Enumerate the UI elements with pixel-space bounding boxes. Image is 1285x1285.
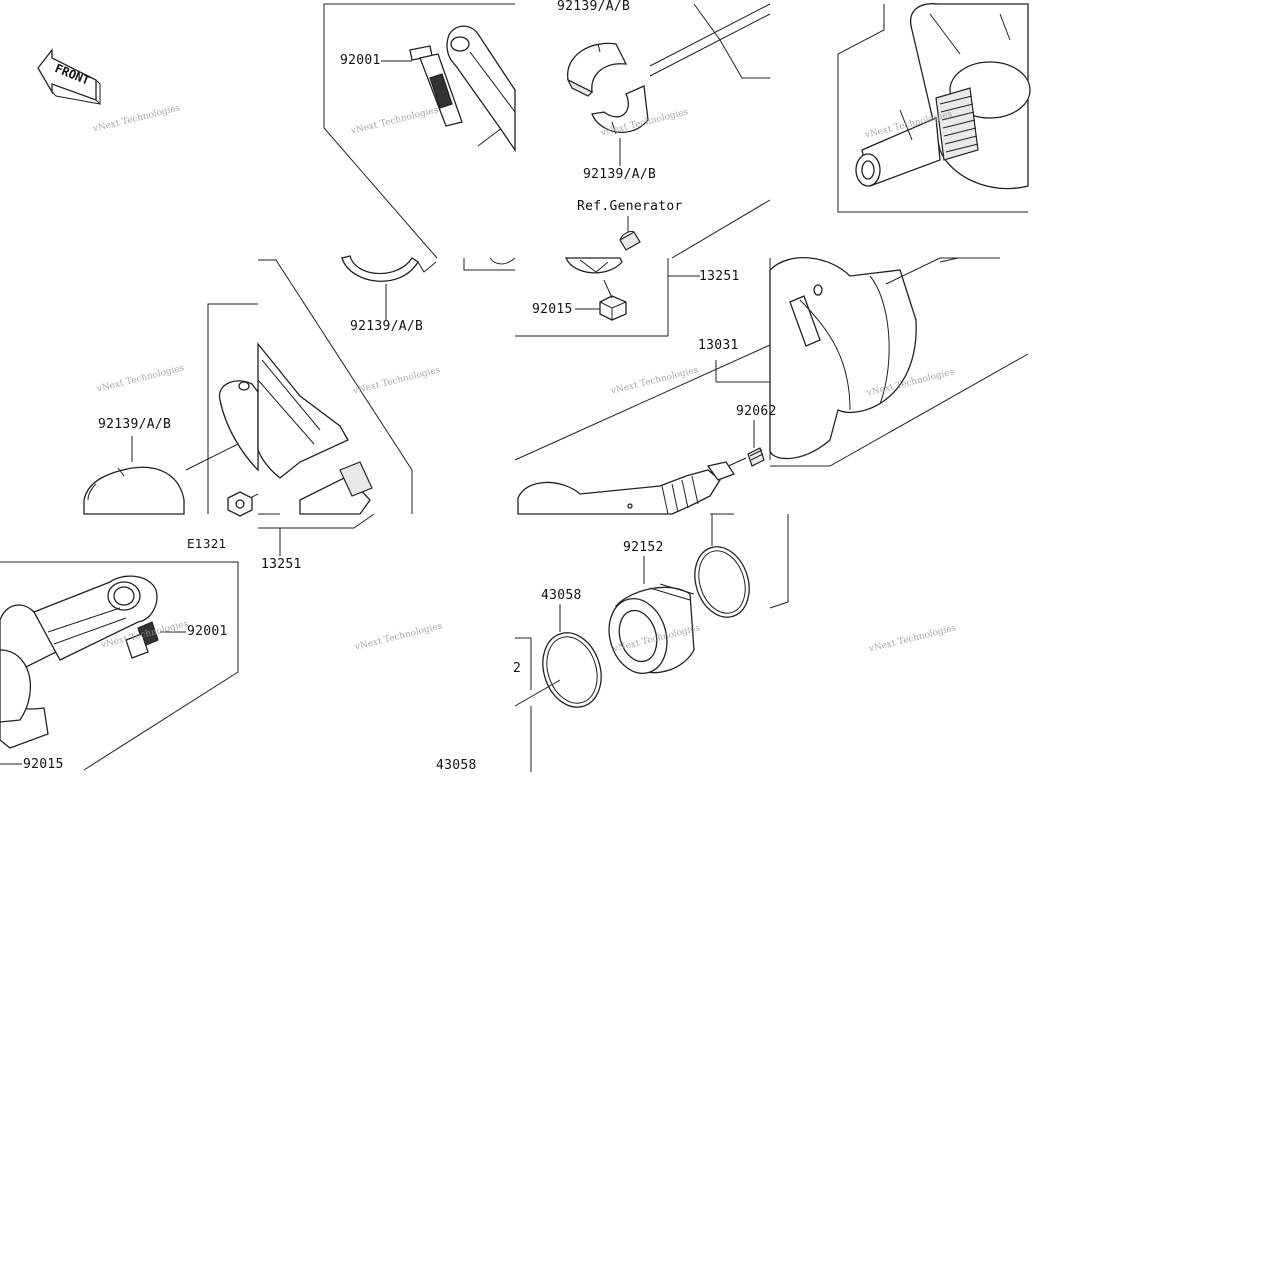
panel-crank-end xyxy=(837,3,1031,213)
part-label-13031[interactable]: 13031 xyxy=(698,338,739,353)
diagram-code-e1321: E1321 xyxy=(187,537,227,551)
ref-generator-label[interactable]: Ref.Generator xyxy=(577,199,683,214)
o-ring-lower-icon xyxy=(542,632,602,708)
part-label-43058-upper[interactable]: 43058 xyxy=(541,588,582,603)
panel-crank-throw xyxy=(769,257,1029,467)
panel-bearings-center xyxy=(515,3,771,337)
nut-92015-icon xyxy=(599,295,627,321)
panel-seals xyxy=(514,514,789,772)
bearing-shell-lower-icon xyxy=(341,255,437,282)
plug-92062-icon xyxy=(747,447,765,467)
conrod-bottom-icon xyxy=(0,575,158,749)
bearing-shell-upper-icon xyxy=(566,42,628,97)
oil-seal-92152-icon xyxy=(608,583,695,674)
conrod-middle-icon xyxy=(218,342,373,515)
part-label-92015-right[interactable]: 92015 xyxy=(532,302,573,317)
part-label-92001-bottom[interactable]: 92001 xyxy=(187,624,228,639)
bearing-shell-left-icon xyxy=(83,466,185,515)
key-icon xyxy=(619,231,641,251)
part-label-92139-mid[interactable]: 92139/A/B xyxy=(583,167,657,182)
o-ring-upper-icon xyxy=(694,546,750,618)
bearing-shell-lower-2-icon xyxy=(591,85,649,135)
crankshaft-gear-icon xyxy=(855,3,1031,190)
crankshaft-output-icon xyxy=(517,461,735,515)
panel-conrod-bottom xyxy=(0,561,239,771)
panel-conrod-middle xyxy=(83,259,413,556)
part-label-92139-left[interactable]: 92139/A/B xyxy=(98,417,172,432)
front-arrow-icon: FRONT xyxy=(37,48,101,106)
panel-conrod-top xyxy=(323,3,516,282)
part-label-92152[interactable]: 92152 xyxy=(623,540,664,555)
part-label-92062[interactable]: 92062 xyxy=(736,404,777,419)
conrod-top-icon xyxy=(446,25,516,153)
part-label-13251-right[interactable]: 13251 xyxy=(699,269,740,284)
part-label-13251-left[interactable]: 13251 xyxy=(261,557,302,572)
part-label-92139-left-upper[interactable]: 92139/A/B xyxy=(350,319,424,334)
part-label-92001-top[interactable]: 92001 xyxy=(340,53,381,68)
part-label-43058-bottom[interactable]: 43058 xyxy=(436,758,477,773)
bolt-92001-top-icon xyxy=(409,45,463,127)
nut-left-icon xyxy=(227,491,253,517)
panel-crankshaft-assy xyxy=(514,344,771,515)
part-label-92015-bottom[interactable]: 92015 xyxy=(23,757,64,772)
crankshaft-throw-icon xyxy=(769,257,1000,460)
bolt-92001-bottom-icon xyxy=(125,621,159,659)
part-label-partial[interactable]: 2 xyxy=(513,661,522,676)
part-label-92139-top[interactable]: 92139/A/B xyxy=(557,0,631,14)
